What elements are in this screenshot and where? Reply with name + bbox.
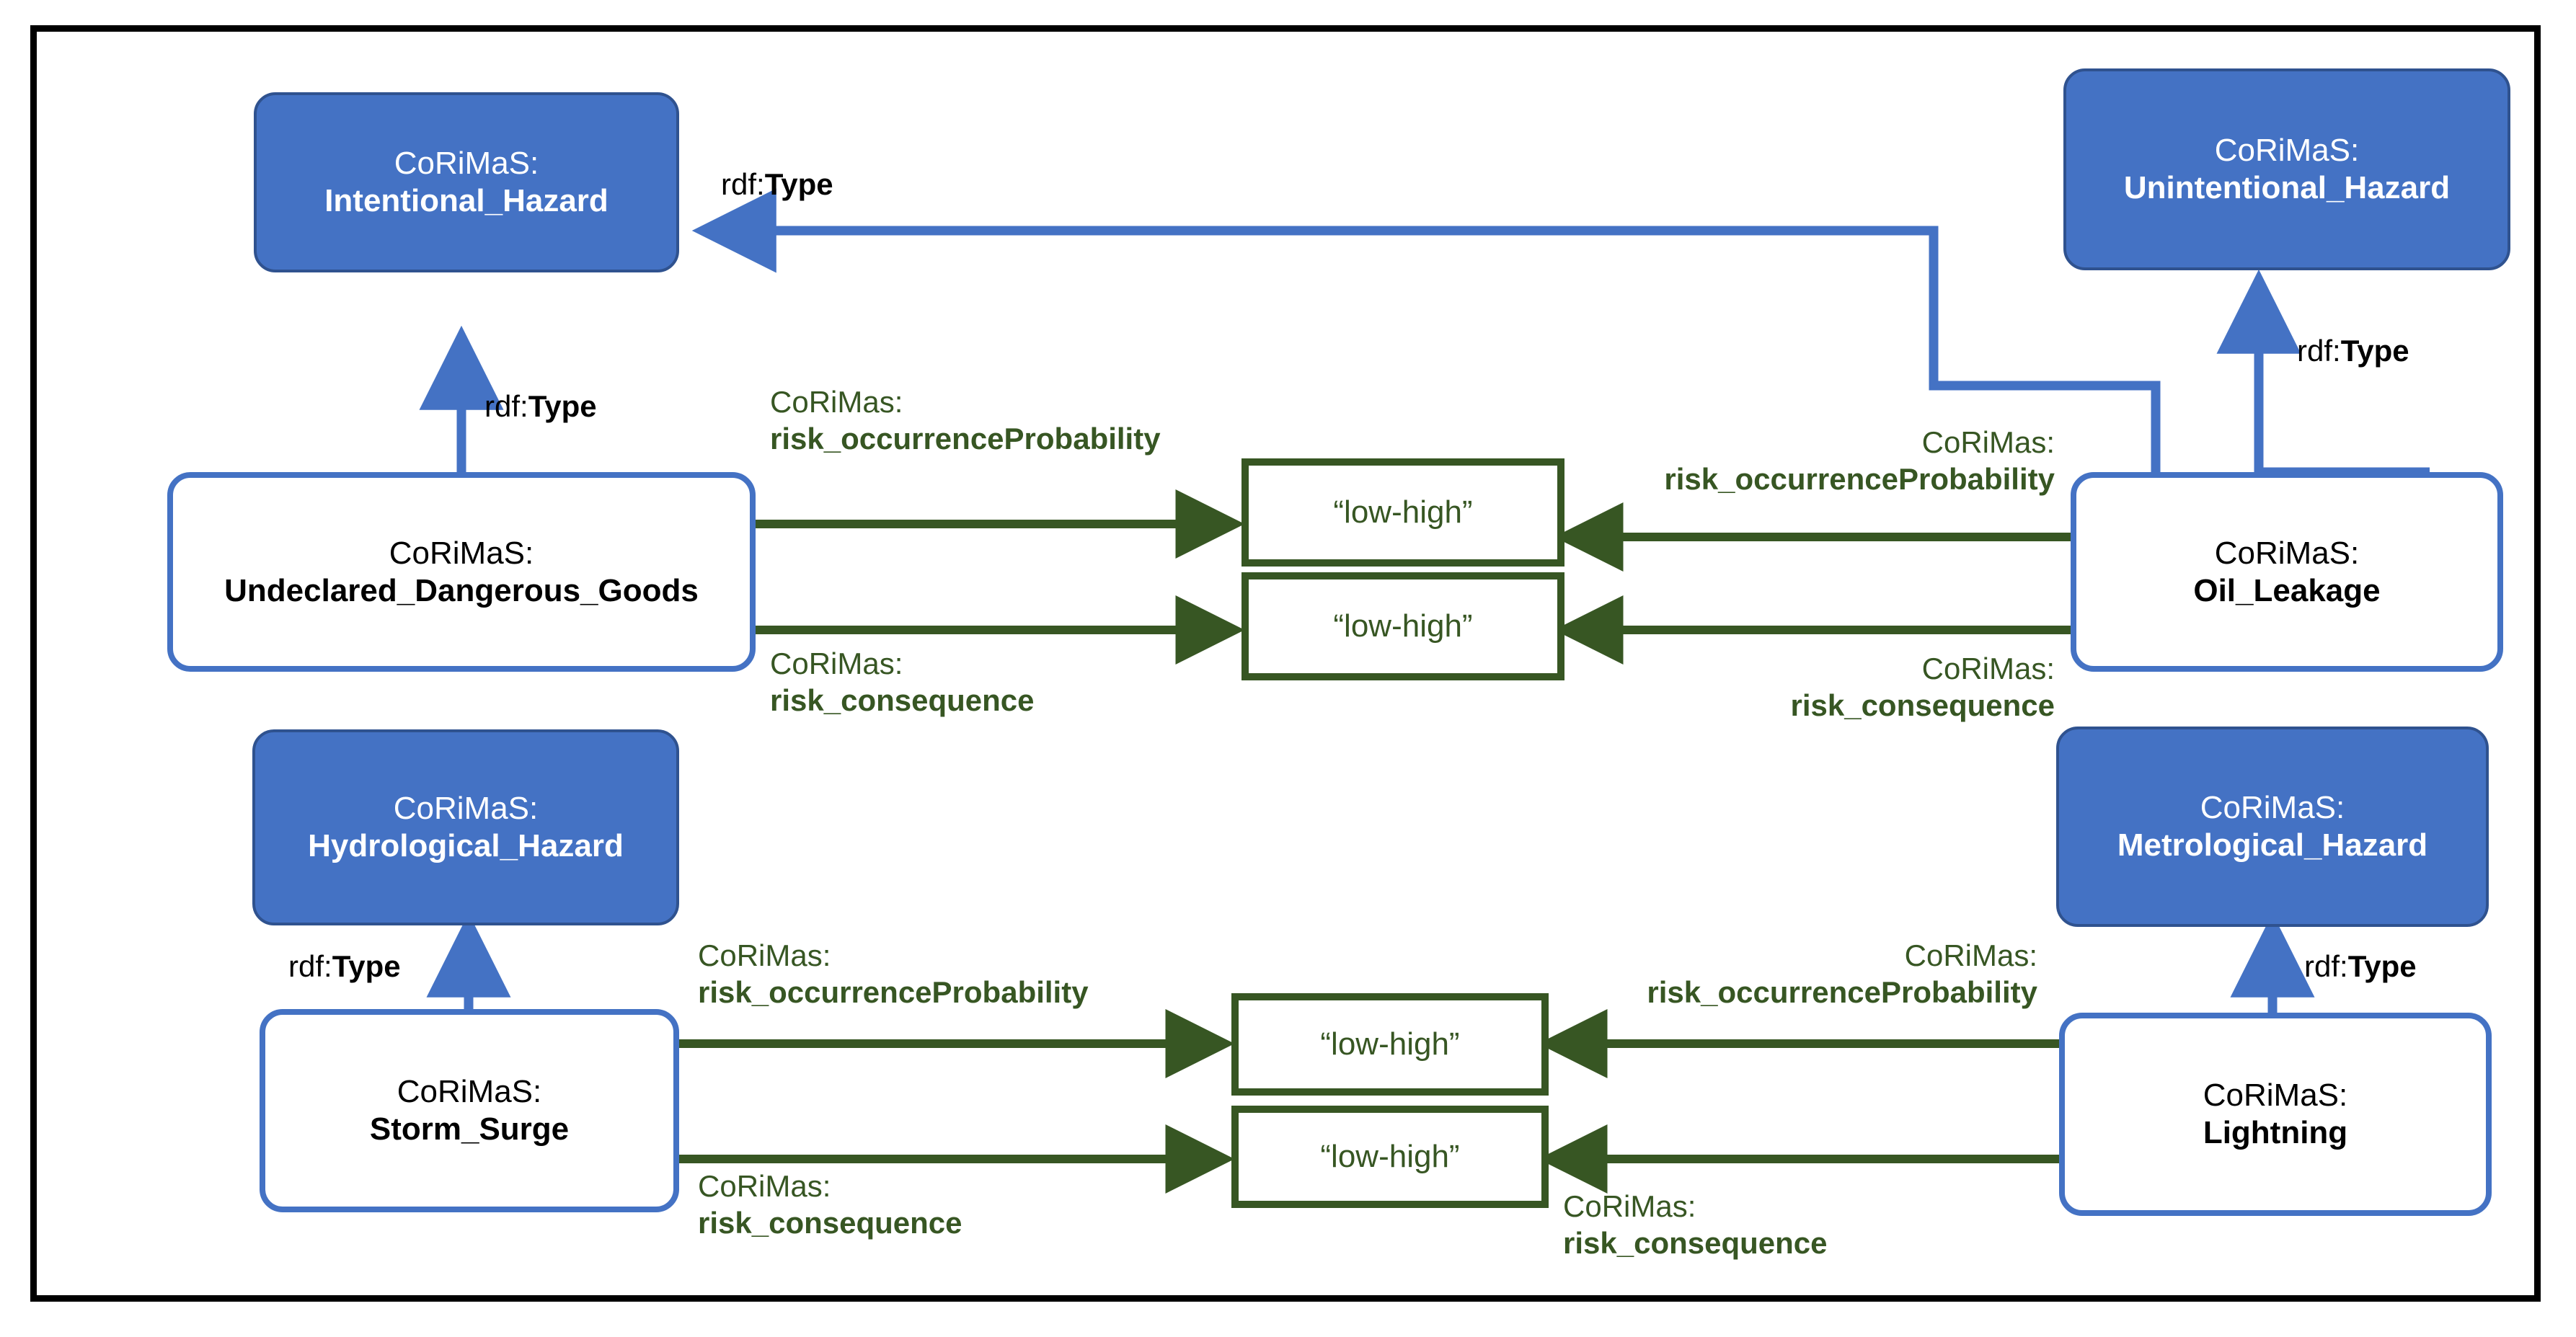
node-name: Undeclared_Dangerous_Goods [224,572,699,608]
edge-label-key: CoRiMas: [1563,1189,1696,1223]
edge-label-value: Type [764,167,833,201]
literal-value: “low-high” [1333,494,1473,530]
node-name: Unintentional_Hazard [2123,170,2451,205]
edge-label-prob-lightning: CoRiMas: risk_occurrenceProbability [1562,937,2037,1010]
edge-label-rdf-type-oil-intentional: rdf:Type [721,167,833,202]
edge-label-key: CoRiMas: [770,647,903,680]
edge-label-rdf-type-storm: rdf:Type [288,949,401,984]
node-prefix: CoRiMaS: [2214,133,2360,169]
node-prefix: CoRiMaS: [393,791,539,827]
literal-value: “low-high” [1333,608,1473,644]
edge-label-key: CoRiMas: [698,1169,831,1203]
edge-label-key: CoRiMas: [770,385,903,419]
edge-label-value: Type [2347,949,2417,983]
node-prefix: CoRiMaS: [2203,1078,2348,1114]
edge-label-value: risk_occurrenceProbability [698,975,1089,1010]
literal-box-bottom-consequence[interactable]: “low-high” [1231,1106,1549,1208]
edge-label-cons-storm: CoRiMas: risk_consequence [698,1168,962,1241]
edge-label-key: CoRiMas: [1904,938,2037,972]
node-name: Metrological_Hazard [2117,827,2428,863]
edge-label-value: risk_occurrenceProbability [1664,462,2055,497]
edge-label-key: rdf: [288,949,332,983]
node-name: Oil_Leakage [2193,572,2381,608]
literal-box-bottom-probability[interactable]: “low-high” [1231,993,1549,1096]
edge-label-key: rdf: [484,389,528,423]
node-hydrological-hazard[interactable]: CoRiMaS: Hydrological_Hazard [252,729,679,925]
edge-label-key: CoRiMas: [698,938,831,972]
edge-label-prob-storm: CoRiMas: risk_occurrenceProbability [698,937,1089,1010]
edge-label-value: risk_consequence [770,683,1035,718]
edge-label-key: rdf: [2304,949,2348,983]
node-prefix: CoRiMaS: [389,535,534,571]
edge-label-prob-udg: CoRiMas: risk_occurrenceProbability [770,383,1161,457]
edge-label-cons-udg: CoRiMas: risk_consequence [770,645,1035,719]
edge-label-key: rdf: [2297,334,2341,368]
node-prefix: CoRiMaS: [394,146,539,182]
edge-label-value: risk_consequence [1790,688,2055,723]
edge-label-cons-oil: CoRiMas: risk_consequence [1579,650,2055,724]
edge-label-prob-oil: CoRiMas: risk_occurrenceProbability [1579,424,2055,497]
edge-label-rdf-type-oil-unintentional: rdf:Type [2297,334,2409,368]
node-storm-surge[interactable]: CoRiMaS: Storm_Surge [260,1009,679,1212]
node-prefix: CoRiMaS: [2200,790,2345,826]
edge-label-cons-lightning: CoRiMas: risk_consequence [1563,1188,1828,1261]
node-lightning[interactable]: CoRiMaS: Lightning [2059,1013,2492,1216]
literal-box-top-probability[interactable]: “low-high” [1241,458,1564,567]
node-name: Intentional_Hazard [324,183,608,218]
edge-label-value: risk_consequence [698,1206,962,1240]
edge-label-key: CoRiMas: [1921,425,2055,459]
node-unintentional-hazard[interactable]: CoRiMaS: Unintentional_Hazard [2063,68,2510,270]
edge-label-value: risk_occurrenceProbability [1647,975,2037,1010]
node-prefix: CoRiMaS: [2214,535,2360,571]
node-intentional-hazard[interactable]: CoRiMaS: Intentional_Hazard [254,92,679,272]
node-name: Lightning [2203,1115,2348,1150]
edge-label-value: risk_occurrenceProbability [770,422,1161,456]
literal-value: “low-high” [1320,1026,1460,1062]
edge-label-value: risk_consequence [1563,1226,1828,1261]
edge-label-value: Type [2340,334,2409,368]
literal-value: “low-high” [1320,1139,1460,1174]
edge-label-rdf-type-udg: rdf:Type [484,389,597,424]
node-prefix: CoRiMaS: [397,1074,542,1110]
node-name: Hydrological_Hazard [308,828,624,863]
edge-label-rdf-type-lightning: rdf:Type [2304,949,2417,984]
edge-label-value: Type [528,389,597,423]
literal-box-top-consequence[interactable]: “low-high” [1241,572,1564,680]
node-undeclared-dangerous-goods[interactable]: CoRiMaS: Undeclared_Dangerous_Goods [167,472,756,672]
node-metrological-hazard[interactable]: CoRiMaS: Metrological_Hazard [2056,727,2489,927]
node-oil-leakage[interactable]: CoRiMaS: Oil_Leakage [2071,472,2503,672]
edge-label-key: rdf: [721,167,765,201]
node-name: Storm_Surge [369,1111,570,1147]
edge-label-value: Type [332,949,401,983]
edge-label-key: CoRiMas: [1921,652,2055,685]
